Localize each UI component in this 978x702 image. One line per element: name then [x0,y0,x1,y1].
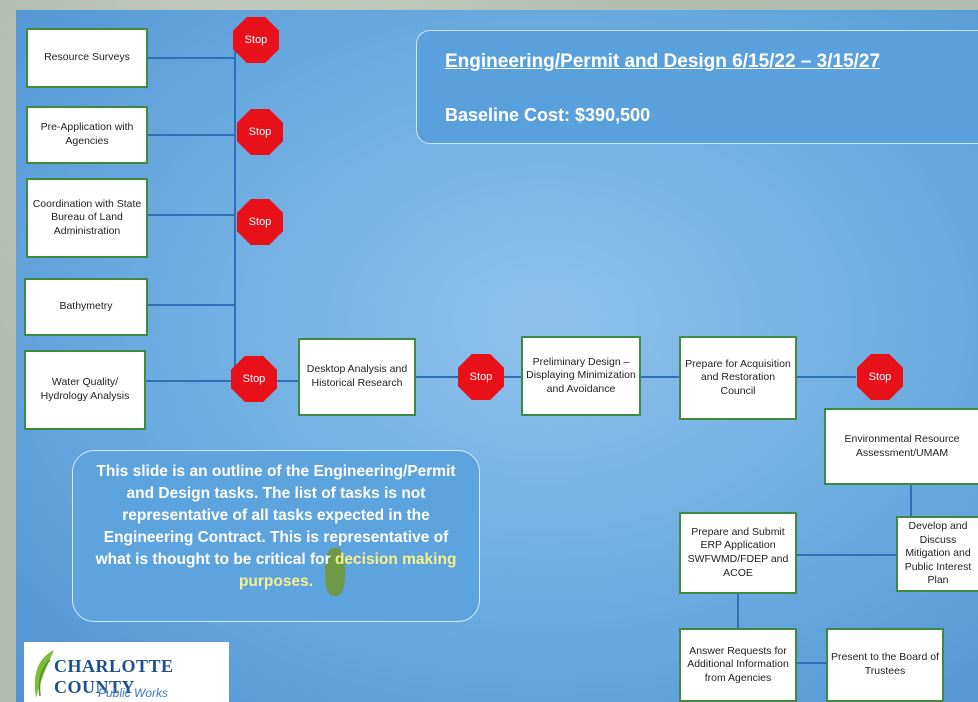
resource-surveys-label: Resource Surveys [44,51,130,64]
logo-subtitle: Public Works [98,686,169,700]
pre-application-box: Pre-Application with Agencies [26,106,148,164]
note-text-wrap: This slide is an outline of the Engineer… [87,461,465,593]
note-text: This slide is an outline of the Engineer… [95,463,456,568]
connector-lines [146,45,912,664]
preliminary-design-label: Preliminary Design –Displaying Minimizat… [526,355,636,395]
slide: Resource Surveys Pre-Application with Ag… [16,10,978,702]
present-trustees-box: Present to the Board of Trustees [826,628,944,702]
note-highlight: decision making purposes. [238,551,457,590]
stop-label: Stop [868,371,892,383]
leaf-icon [34,650,54,698]
page-title: Engineering/Permit and Design 6/15/22 – … [445,51,881,72]
resource-surveys-box: Resource Surveys [26,28,148,88]
bathymetry-box: Bathymetry [24,278,148,336]
logo-name: CHARLOTTE COUNTY [54,656,174,697]
stop-label: Stop [248,126,272,138]
stop-label: Stop [244,34,268,46]
desktop-analysis-label: Desktop Analysis and Historical Research [306,363,408,389]
stop-sign: Stop [458,354,504,400]
pre-application-label: Pre-Application with Agencies [40,121,134,147]
stop-label: Stop [242,373,266,385]
stop-sign: Stop [237,109,283,155]
water-quality-label: Water Quality/ Hydrology Analysis [40,376,130,402]
bathymetry-label: Bathymetry [59,300,113,313]
mitigation-box: Develop and Discuss Mitigation and Publi… [896,516,978,592]
present-trustees-label: Present to the Board of Trustees [831,651,939,677]
mitigation-label: Develop and Discuss Mitigation and Publi… [904,519,972,587]
prepare-council-label: Prepare for Acquisition and Restoration … [685,357,791,397]
prepare-council-box: Prepare for Acquisition and Restoration … [679,336,797,420]
baseline-cost: Baseline Cost: $390,500 [445,105,651,125]
title-panel: Engineering/Permit and Design 6/15/22 – … [416,30,978,144]
stop-label: Stop [248,216,272,228]
erp-application-box: Prepare and Submit ERP Application SWFWM… [679,512,797,594]
coordination-box: Coordination with State Bureau of Land A… [26,178,148,258]
answer-requests-label: Answer Requests for Additional Informati… [687,644,789,684]
stop-label: Stop [469,371,493,383]
water-quality-box: Water Quality/ Hydrology Analysis [24,350,146,430]
preliminary-design-box: Preliminary Design –Displaying Minimizat… [521,336,641,416]
charlotte-county-logo: CHARLOTTE COUNTY Public Works [24,642,229,702]
stop-sign: Stop [233,17,279,63]
stop-sign: Stop [237,199,283,245]
environmental-box: Environmental Resource Assessment/UMAM [824,408,978,485]
note-panel: This slide is an outline of the Engineer… [72,450,480,622]
desktop-analysis-box: Desktop Analysis and Historical Research [298,338,416,416]
answer-requests-box: Answer Requests for Additional Informati… [679,628,797,702]
environmental-label: Environmental Resource Assessment/UMAM [844,432,960,459]
stop-sign: Stop [857,354,903,400]
stop-sign: Stop [231,356,277,402]
coordination-label: Coordination with State Bureau of Land A… [32,197,142,237]
erp-application-label: Prepare and Submit ERP Application SWFWM… [687,525,789,579]
